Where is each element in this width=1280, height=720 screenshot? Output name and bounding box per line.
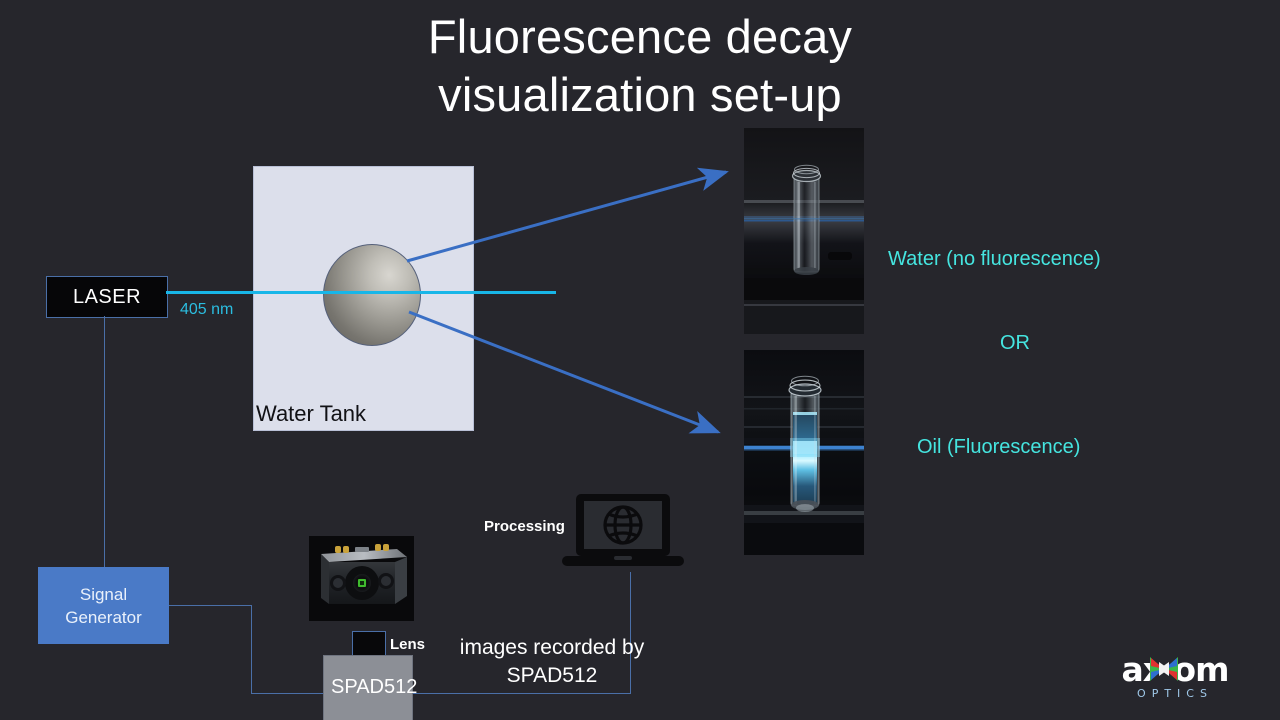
wire-laptop-to-bus	[630, 572, 631, 693]
wire-laser-to-signal-generator	[104, 316, 105, 567]
sample-vial-ellipse	[323, 244, 421, 346]
laser-beam-line	[166, 291, 556, 294]
spad512-label: SPAD512	[331, 676, 418, 698]
axiom-optics-logo: axiom OPTICS	[1090, 650, 1260, 706]
water-tank-label: Water Tank	[256, 401, 367, 426]
wire-bus-horizontal-bottom	[251, 693, 631, 694]
label-water-no-fluorescence: Water (no fluorescence)	[888, 248, 1101, 270]
processing-label: Processing	[484, 518, 565, 535]
laptop-globe-icon	[562, 494, 684, 574]
logo-subtitle: OPTICS	[1137, 687, 1213, 700]
page-title: Fluorescence decay visualization set-up	[427, 10, 853, 121]
label-oil-fluorescence: Oil (Fluorescence)	[917, 436, 1081, 458]
spad512-camera-photo	[309, 536, 414, 621]
label-or: OR	[1000, 332, 1030, 354]
laser-wavelength-label: 405 nm	[180, 301, 234, 318]
laser-box: LASER	[46, 276, 168, 318]
axiom-prism-x-icon	[1150, 656, 1178, 682]
wire-bus-vertical-left	[251, 605, 252, 693]
laser-label: LASER	[72, 285, 142, 308]
spad512-box	[323, 655, 413, 720]
caption-images-recorded: images recorded by SPAD512	[459, 636, 645, 687]
signal-generator-label: Signal Generator	[65, 584, 142, 627]
oil-vial-photo	[744, 350, 864, 555]
signal-generator-box: Signal Generator	[38, 567, 169, 644]
water-vial-photo	[744, 128, 864, 334]
lens-label: Lens	[390, 636, 426, 653]
wire-sg-to-bus	[169, 605, 251, 606]
lens-box	[352, 631, 386, 657]
